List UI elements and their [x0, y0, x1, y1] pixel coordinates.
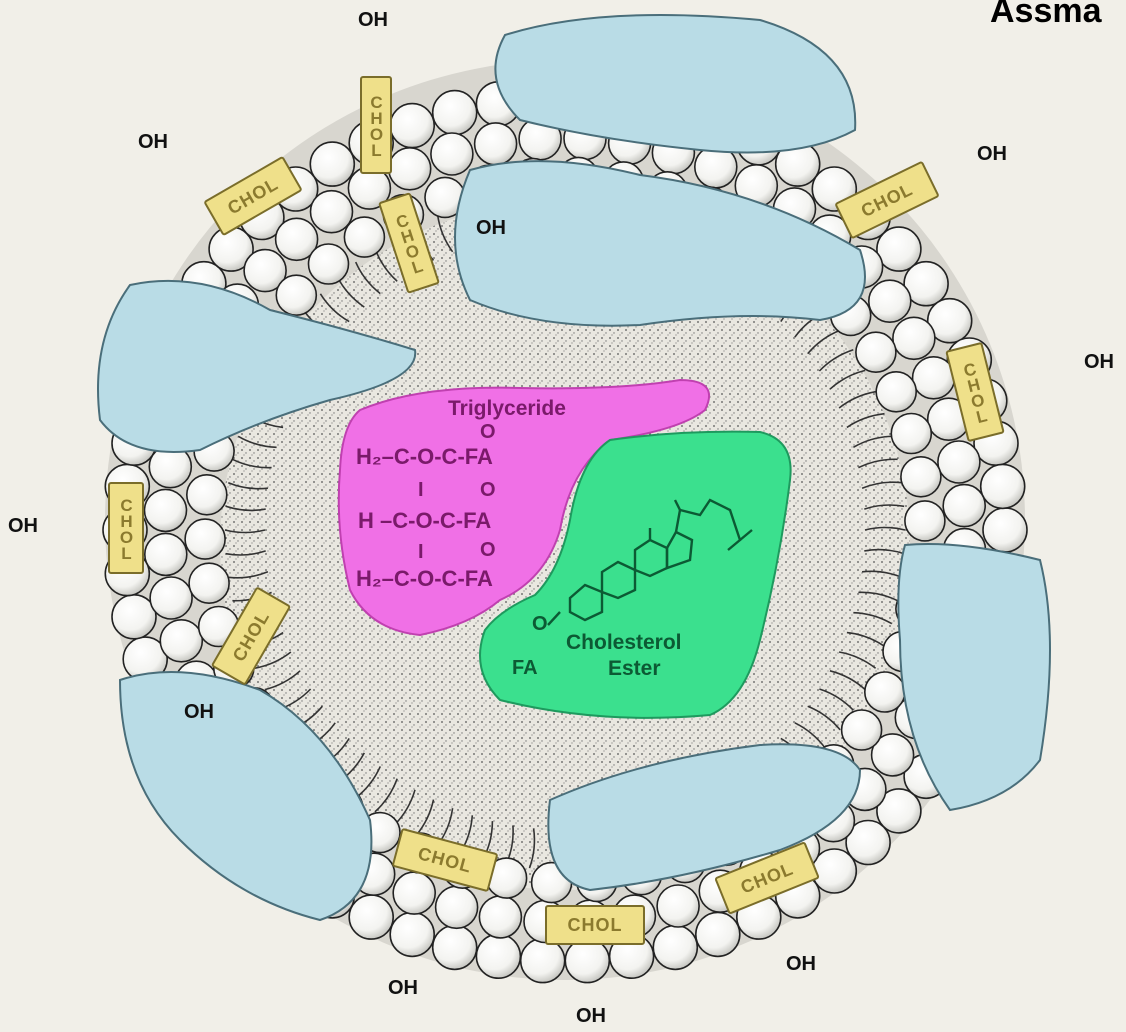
phospholipid-head — [393, 872, 435, 914]
phospholipid-head — [565, 939, 609, 983]
phospholipid-head — [344, 217, 384, 257]
phospholipid-head — [160, 620, 202, 662]
carbonyl-o: O — [480, 480, 496, 500]
phospholipid-head — [983, 508, 1027, 552]
phospholipid-head — [112, 595, 156, 639]
chol-box: CHOL — [545, 905, 645, 945]
phospholipid-head — [349, 895, 393, 939]
oh-label: OH — [358, 10, 388, 30]
phospholipid-head — [479, 896, 521, 938]
phospholipid-head — [309, 244, 349, 284]
cholesterol-ester-label: Cholesterol — [566, 632, 682, 653]
oh-label: OH — [138, 132, 168, 152]
phospholipid-head — [145, 489, 187, 531]
phospholipid-head — [276, 275, 316, 315]
phospholipid-head — [696, 912, 740, 956]
phospholipid-head — [893, 317, 935, 359]
phospholipid-head — [476, 934, 520, 978]
chol-box: CHOL — [108, 482, 144, 574]
phospholipid-head — [842, 710, 882, 750]
phospholipid-head — [150, 577, 192, 619]
carbonyl-o: O — [480, 422, 496, 442]
ester-oxygen: O — [532, 614, 548, 634]
phospholipid-head — [943, 485, 985, 527]
oh-label: OH — [184, 702, 214, 722]
phospholipid-head — [653, 925, 697, 969]
bond-line: I — [418, 542, 424, 562]
phospholipid-head — [938, 441, 980, 483]
phospholipid-head — [433, 91, 477, 135]
phospholipid-head — [475, 123, 517, 165]
phospholipid-head — [905, 501, 945, 541]
phospholipid-head — [856, 332, 896, 372]
phospholipid-head — [431, 133, 473, 175]
fatty-acid-label: FA — [512, 658, 538, 678]
phospholipid-head — [433, 925, 477, 969]
oh-label: OH — [786, 954, 816, 974]
triglyceride-row: H₂–C-O-C-FA — [356, 568, 493, 590]
phospholipid-head — [390, 104, 434, 148]
triglyceride-row: H –C-O-C-FA — [358, 510, 491, 532]
oh-label: OH — [476, 218, 506, 238]
phospholipid-head — [901, 457, 941, 497]
oh-label: OH — [977, 144, 1007, 164]
page-title: Assma — [990, 0, 1102, 31]
phospholipid-head — [187, 475, 227, 515]
phospholipid-head — [311, 191, 353, 233]
phospholipid-head — [876, 372, 916, 412]
phospholipid-head — [981, 464, 1025, 508]
triglyceride-label: Triglyceride — [448, 398, 566, 419]
cholesterol-ester-label: Ester — [608, 658, 661, 679]
phospholipid-head — [189, 563, 229, 603]
phospholipid-head — [521, 939, 565, 983]
phospholipid-head — [436, 886, 478, 928]
phospholipid-head — [185, 519, 225, 559]
chol-box: CHOL — [360, 76, 392, 174]
phospholipid-head — [869, 280, 911, 322]
carbonyl-o: O — [480, 540, 496, 560]
phospholipid-head — [145, 533, 187, 575]
phospholipid-head — [891, 414, 931, 454]
phospholipid-head — [390, 912, 434, 956]
oh-label: OH — [8, 516, 38, 536]
phospholipid-head — [310, 142, 354, 186]
oh-label: OH — [388, 978, 418, 998]
bond-line: I — [418, 480, 424, 500]
oh-label: OH — [1084, 352, 1114, 372]
triglyceride-row: H₂–C-O-C-FA — [356, 446, 493, 468]
phospholipid-head — [657, 885, 699, 927]
phospholipid-head — [389, 148, 431, 190]
oh-label: OH — [576, 1006, 606, 1026]
phospholipid-head — [865, 672, 905, 712]
